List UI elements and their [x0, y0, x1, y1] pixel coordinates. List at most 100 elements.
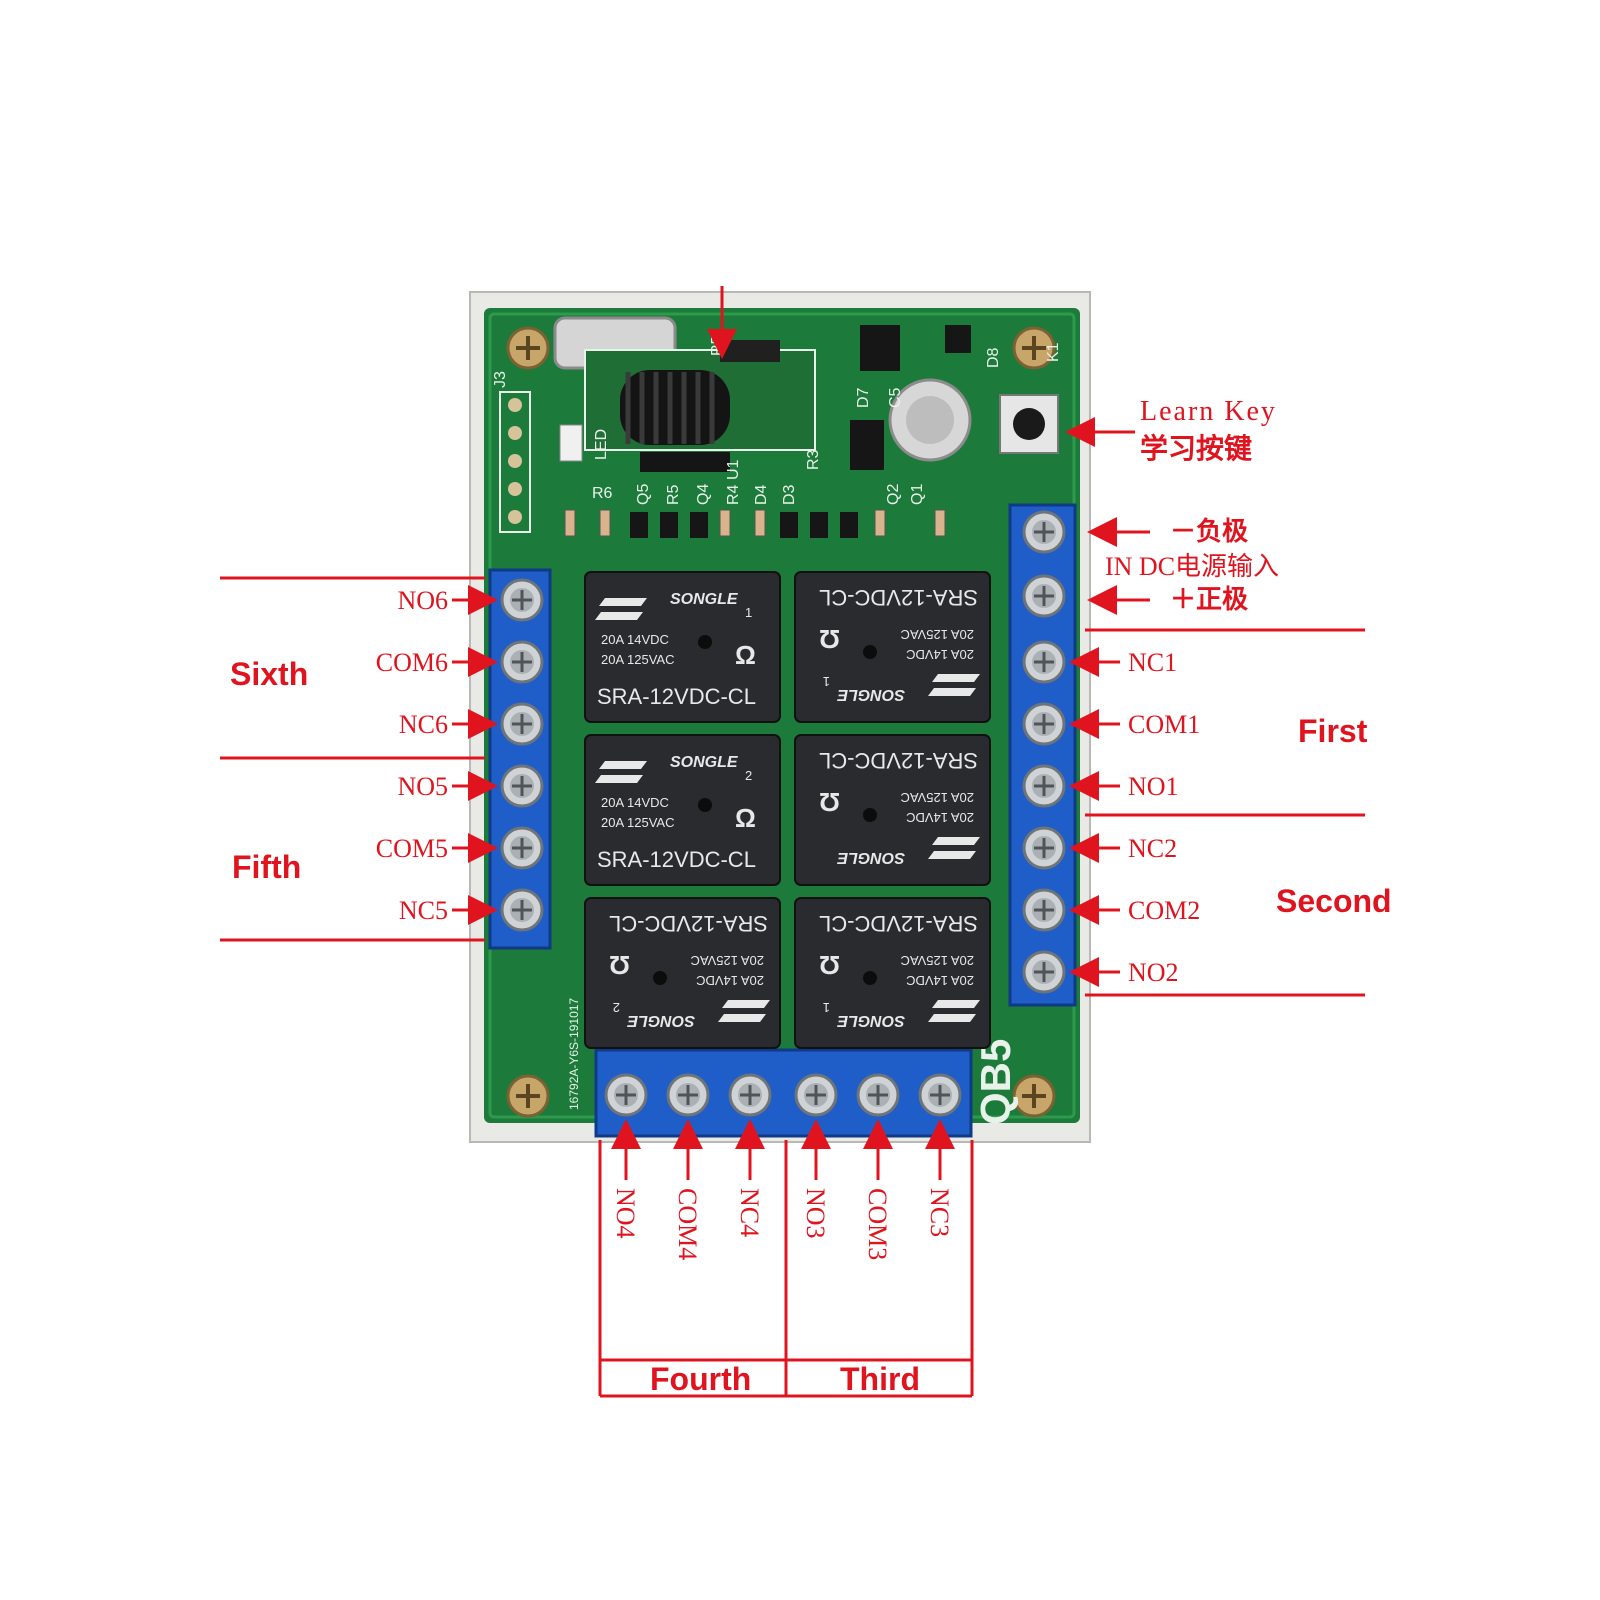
antenna-coil [620, 370, 730, 445]
relay-rating-ac: 20A 125VAC [601, 652, 674, 667]
terminal-screw-icon[interactable] [1022, 764, 1066, 808]
terminal-screw-icon[interactable] [1022, 888, 1066, 932]
relay-brand: SONGLE [836, 1012, 905, 1029]
screw-icon [1012, 326, 1056, 370]
silk-r4: R4 [725, 484, 742, 505]
silk-d4: D4 [753, 484, 770, 505]
relay-rating-ac: 20A 125VAC [691, 953, 764, 968]
silk-q1: Q1 [909, 484, 926, 505]
terminal-screws [500, 510, 1066, 1117]
relay-model: SRA-12VDC-CL [597, 684, 756, 709]
j3-header [499, 391, 531, 533]
terminal-label: NO6 [397, 586, 448, 615]
songle-logo-icon [928, 837, 980, 859]
terminal-screw-icon[interactable] [1022, 950, 1066, 994]
channel-third-label: Third [840, 1361, 920, 1397]
relay-rating-ac: 20A 125VAC [901, 953, 974, 968]
relay-index: 2 [613, 1000, 620, 1015]
terminal-label: COM6 [376, 648, 448, 677]
screw-icon [506, 326, 550, 370]
left-terminal-block [488, 568, 552, 950]
terminal-screw-icon[interactable] [1022, 640, 1066, 684]
relay-model: SRA-12VDC-CL [609, 911, 768, 936]
relay-brand: SONGLE [626, 1012, 695, 1029]
bottom-terminal-block [594, 1048, 973, 1138]
silk-u1: U1 [725, 459, 742, 480]
relay-model: SRA-12VDC-CL [819, 748, 978, 773]
relay-rating-dc: 20A 14VDC [906, 647, 974, 662]
terminal-screw-icon[interactable] [500, 640, 544, 684]
terminal-label: COM5 [376, 834, 448, 863]
relay-index: 2 [745, 768, 752, 783]
relay-brand: SONGLE [670, 754, 739, 771]
relay-brand: SONGLE [836, 849, 905, 866]
terminal-label: NO2 [1128, 958, 1179, 987]
silk-led: LED [593, 429, 610, 460]
relay-model: SRA-12VDC-CL [597, 847, 756, 872]
ul-mark-icon: Ω [609, 950, 630, 980]
channel-fifth-label: Fifth [232, 849, 301, 885]
silk-model-mark: QB5 [972, 1039, 1019, 1125]
songle-logo-icon [928, 1000, 980, 1022]
screw-icon [506, 1074, 550, 1118]
relay-pin-dot [653, 971, 667, 985]
terminal-screw-icon[interactable] [500, 702, 544, 746]
ul-mark-icon: Ω [735, 640, 756, 670]
terminal-label: NO4 [611, 1188, 640, 1239]
ul-mark-icon: Ω [735, 803, 756, 833]
rf-ic [720, 340, 780, 362]
terminal-screw-icon[interactable] [1022, 702, 1066, 746]
learn-key-label: Learn Key [1140, 396, 1277, 427]
songle-logo-icon [718, 1000, 770, 1022]
terminal-screw-icon[interactable] [666, 1073, 710, 1117]
relay-index: 1 [823, 1000, 830, 1015]
terminal-screw-icon[interactable] [604, 1073, 648, 1117]
relay-model: SRA-12VDC-CL [819, 585, 978, 610]
terminal-label: NC4 [735, 1188, 764, 1237]
terminal-label: COM4 [673, 1188, 702, 1260]
silk-q5: Q5 [635, 484, 652, 505]
terminal-screw-icon[interactable] [500, 888, 544, 932]
terminal-label: COM3 [863, 1188, 892, 1260]
bottom-divider [598, 1140, 974, 1396]
silk-q4: Q4 [695, 484, 712, 505]
power-negative-label: －负极 [1170, 516, 1249, 546]
terminal-screw-icon[interactable] [500, 826, 544, 870]
terminal-screw-icon[interactable] [500, 764, 544, 808]
relay-rating-ac: 20A 125VAC [601, 815, 674, 830]
terminal-label: NO3 [801, 1188, 830, 1239]
terminal-label: NO5 [397, 772, 448, 801]
terminal-label: COM1 [1128, 710, 1200, 739]
relay: SONGLE 2 20A 14VDC 20A 125VAC Ω SRA-12VDC-CL [584, 897, 781, 1049]
silk-d8: D8 [985, 347, 1002, 368]
terminal-screw-icon[interactable] [918, 1073, 962, 1117]
silk-r6: R6 [592, 485, 613, 502]
terminal-screw-icon[interactable] [728, 1073, 772, 1117]
mounting-screws [506, 326, 1056, 1118]
power-input-label: IN DC电源输入 [1105, 552, 1279, 581]
bottom-divider [600, 1358, 972, 1398]
terminal-arrows [452, 585, 1120, 1180]
terminal-screw-icon[interactable] [856, 1073, 900, 1117]
terminal-screw-icon[interactable] [500, 578, 544, 622]
annotation-lines [220, 286, 1365, 1398]
learn-key-button[interactable] [999, 394, 1059, 454]
terminal-screw-icon[interactable] [794, 1073, 838, 1117]
silk-k1: K1 [1045, 342, 1062, 362]
terminal-screw-icon[interactable] [1022, 510, 1066, 554]
terminal-screw-icon[interactable] [1022, 826, 1066, 870]
terminal-labels: NO6COM6NC6NO5COM5NC5NC1COM1NO1NC2COM2NO2… [376, 586, 1201, 1260]
terminal-screw-icon[interactable] [1022, 574, 1066, 618]
songle-logo-icon [928, 674, 980, 696]
relay-rating-dc: 20A 14VDC [696, 973, 764, 988]
silk-part-number: 16792A-Y6S-191017 [567, 998, 581, 1110]
ul-mark-icon: Ω [819, 787, 840, 817]
silk-d7: D7 [855, 387, 872, 408]
learn-key-cn-label: 学习按键 [1140, 432, 1252, 464]
